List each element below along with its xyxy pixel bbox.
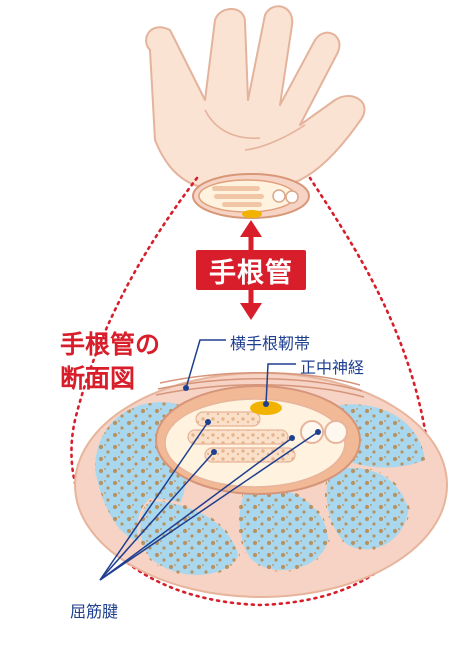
cross-section-title-line1: 手根管の: [60, 330, 161, 359]
carpal-tunnel-label: 手根管: [209, 257, 293, 289]
wrist-section-small: [192, 173, 310, 219]
carpal-tunnel-label-box: 手根管: [196, 250, 306, 290]
transverse-carpal-ligament-label: 横手根靭帯: [230, 334, 311, 353]
cross-section-title-line2: 断面図: [60, 364, 136, 393]
cross-section-title: 手根管の 断面図: [60, 328, 160, 396]
projection-outline: [70, 176, 430, 607]
annotation-lines: [99, 339, 319, 581]
wrist-cross-section: [74, 372, 448, 598]
median-nerve-shape: [250, 401, 282, 415]
flexor-tendons-label: 屈筋腱: [70, 602, 119, 621]
hand-icon: [145, 5, 366, 193]
median-nerve-label: 正中神経: [300, 358, 365, 377]
annotation-dots: [183, 385, 321, 455]
